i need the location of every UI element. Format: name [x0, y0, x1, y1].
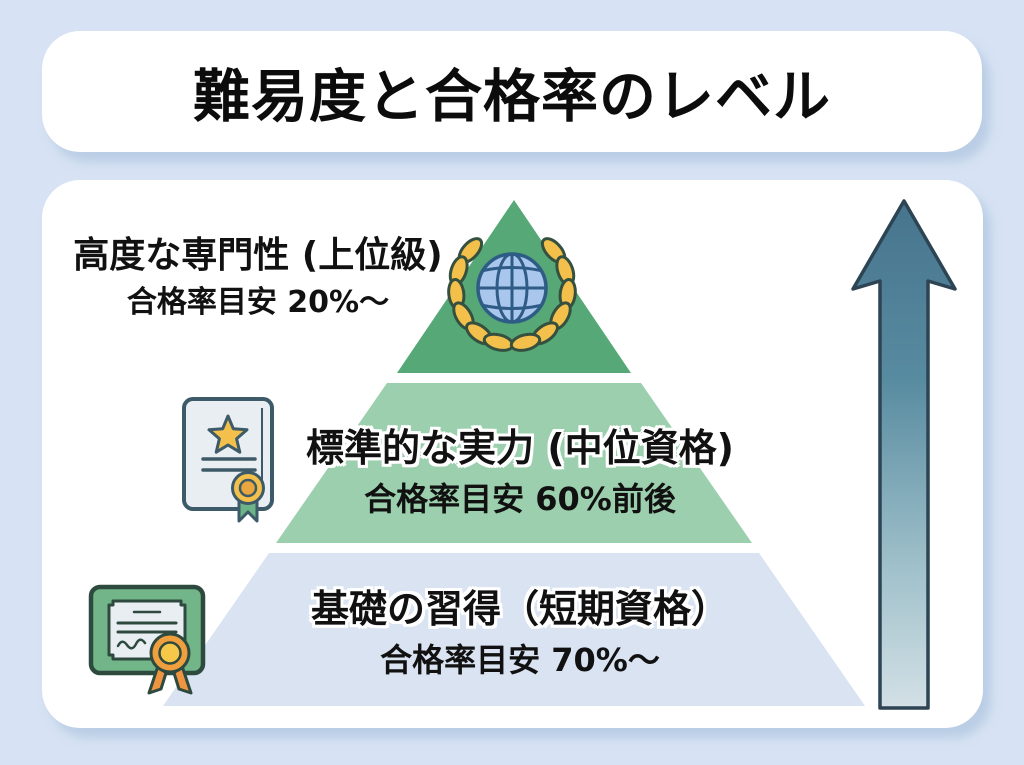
- level-label-advanced: 高度な専門性 (上位級) 合格率目安 20%～: [55, 233, 461, 322]
- level-pass-rate: 合格率目安 70%～: [380, 640, 660, 679]
- level-pass-rate: 合格率目安 20%～: [126, 285, 390, 320]
- level-pass-rate: 合格率目安 60%前後: [364, 479, 676, 518]
- level-name: 高度な専門性 (上位級): [73, 235, 443, 276]
- title-card: 難易度と合格率のレベル: [42, 31, 982, 152]
- level-name: 標準的な実力 (中位資格): [306, 426, 734, 470]
- level-label-basic: 基礎の習得（短期資格） 合格率目安 70%～: [275, 586, 765, 680]
- level-name: 基礎の習得（短期資格）: [310, 587, 729, 631]
- level-label-intermediate: 標準的な実力 (中位資格) 合格率目安 60%前後: [285, 425, 755, 519]
- page-title: 難易度と合格率のレベル: [193, 63, 831, 130]
